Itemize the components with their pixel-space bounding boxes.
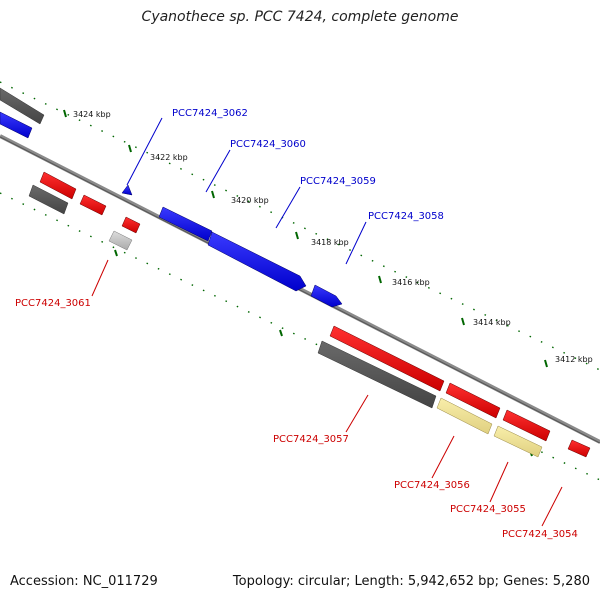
gene-label-3055[interactable]: PCC7424_3055 bbox=[450, 504, 526, 515]
kbp-label: 3414 kbp bbox=[473, 318, 511, 327]
reverse-gene-3056[interactable] bbox=[445, 382, 501, 419]
kbp-label: 3422 kbp bbox=[150, 153, 188, 162]
reverse-strand-features bbox=[28, 171, 591, 458]
reverse-gene[interactable] bbox=[79, 194, 107, 216]
gene-label-3059[interactable]: PCC7424_3059 bbox=[300, 176, 376, 187]
gene-label-3062[interactable]: PCC7424_3062 bbox=[172, 108, 248, 119]
gene-label-3057[interactable]: PCC7424_3057 bbox=[273, 434, 349, 445]
forward-strand-features bbox=[0, 87, 343, 308]
rna-feature[interactable] bbox=[0, 87, 45, 125]
forward-gene-3059[interactable] bbox=[207, 231, 307, 292]
reverse-gene-3057[interactable] bbox=[329, 325, 445, 392]
forward-gene-3058[interactable] bbox=[310, 284, 343, 308]
forward-gene[interactable] bbox=[0, 111, 33, 139]
gene-label-3058[interactable]: PCC7424_3058 bbox=[368, 211, 444, 222]
forward-gene-3060[interactable] bbox=[158, 206, 213, 242]
kbp-label: 3412 kbp bbox=[555, 355, 593, 364]
gene-label-3061[interactable]: PCC7424_3061 bbox=[15, 298, 91, 309]
genome-summary-text: Topology: circular; Length: 5,942,652 bp… bbox=[232, 574, 590, 589]
reverse-gene-3061[interactable] bbox=[121, 216, 141, 234]
kbp-label: 3424 kbp bbox=[73, 110, 111, 119]
map-title: Cyanothece sp. PCC 7424, complete genome bbox=[141, 9, 459, 25]
gene-label-3060[interactable]: PCC7424_3060 bbox=[230, 139, 306, 150]
misc-feature-3056[interactable] bbox=[436, 397, 493, 435]
reverse-gene[interactable] bbox=[39, 171, 77, 200]
misc-feature-3055[interactable] bbox=[493, 425, 543, 458]
forward-gene-3062[interactable] bbox=[121, 184, 133, 196]
rna-feature[interactable] bbox=[28, 184, 69, 215]
kbp-label: 3418 kbp bbox=[311, 238, 349, 247]
gene-label-3054[interactable]: PCC7424_3054 bbox=[502, 529, 578, 540]
reverse-gene-3054[interactable] bbox=[567, 439, 591, 458]
pseudo-feature-3061[interactable] bbox=[108, 230, 133, 251]
rna-feature-3057[interactable] bbox=[317, 340, 437, 409]
kbp-label: 3420 kbp bbox=[231, 196, 269, 205]
gene-label-3056[interactable]: PCC7424_3056 bbox=[394, 480, 470, 491]
accession-text: Accession: NC_011729 bbox=[10, 574, 158, 589]
label-leader-lines bbox=[91, 117, 563, 527]
kbp-label: 3416 kbp bbox=[392, 278, 430, 287]
reverse-gene-3055[interactable] bbox=[502, 409, 551, 442]
